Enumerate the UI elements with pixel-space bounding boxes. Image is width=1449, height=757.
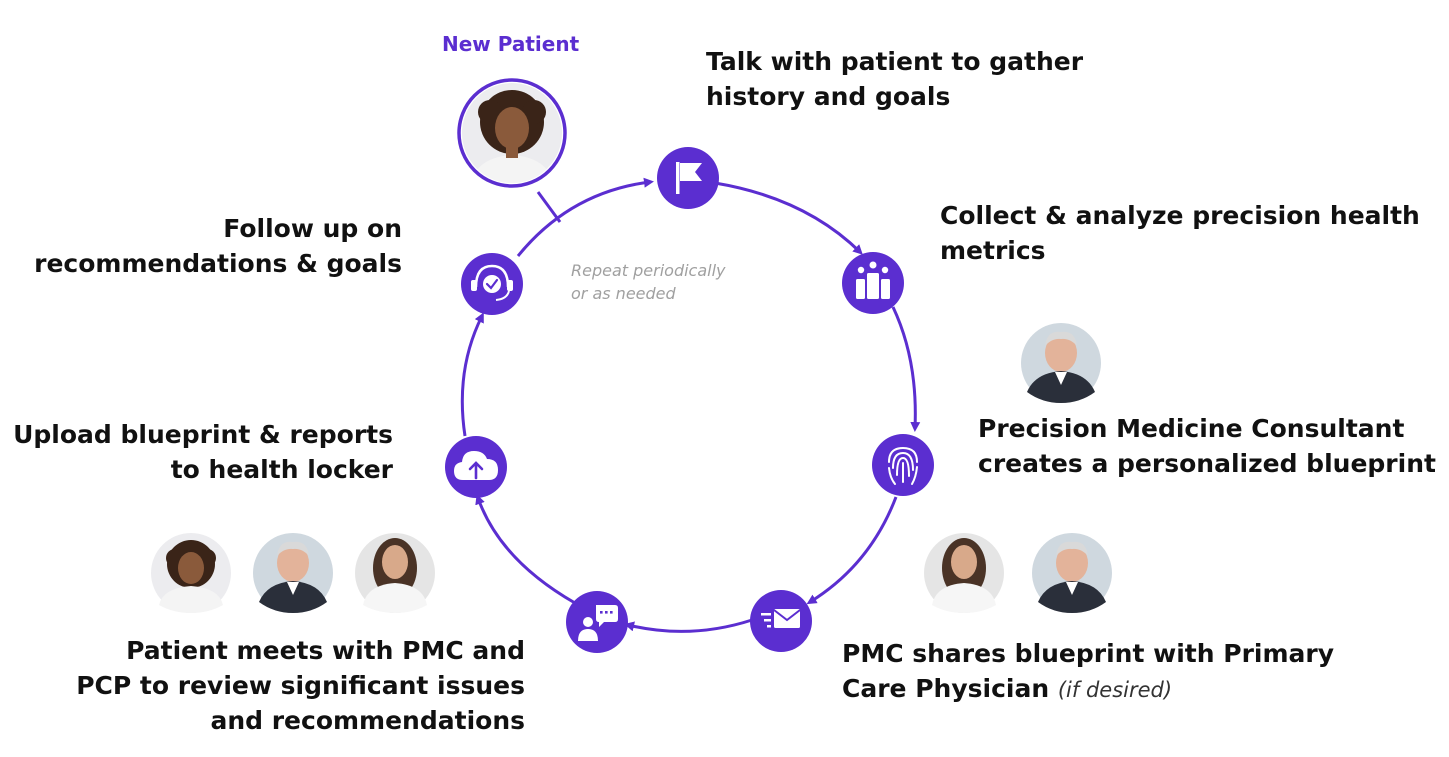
step-3-line-2: creates a personalized blueprint	[978, 449, 1436, 478]
step-5-line-1: Patient meets with PMC and	[126, 636, 525, 665]
step-7-node	[461, 253, 523, 315]
cycle-note-line-2: or as needed	[571, 284, 676, 303]
step-7-label: Follow up on recommendations & goals	[34, 211, 402, 281]
step-4-label: PMC shares blueprint with Primary Care P…	[842, 636, 1334, 708]
step-1-line-2: history and goals	[706, 82, 951, 111]
step-7-line-2: recommendations & goals	[34, 249, 402, 278]
flag-icon	[676, 162, 702, 194]
fingerprint-icon	[888, 446, 918, 485]
step-4-note: (if desired)	[1057, 678, 1173, 702]
step-4-node	[750, 590, 812, 652]
bar-chart-people-icon	[856, 261, 890, 299]
cloud-upload-icon	[454, 451, 498, 480]
step-6-line-1: Upload blueprint & reports	[13, 420, 393, 449]
step-5-node	[566, 591, 628, 653]
step-3-node	[872, 434, 934, 496]
patient-avatar	[457, 78, 567, 188]
cycle-arrow-6	[460, 312, 484, 437]
step-3-line-1: Precision Medicine Consultant	[978, 414, 1405, 443]
cycle-arrow-7	[516, 177, 654, 257]
step-6-label: Upload blueprint & reports to health loc…	[13, 417, 393, 487]
meets-patient-avatar	[148, 530, 234, 616]
step-5-line-3: and recommendations	[210, 706, 525, 735]
step-4-line-2-text: Care Physician	[842, 674, 1050, 703]
step-2-line-2: metrics	[940, 236, 1046, 265]
step-6-line-2: to health locker	[170, 455, 393, 484]
step-4-line-1: PMC shares blueprint with Primary	[842, 639, 1335, 668]
shares-physician-avatar	[921, 530, 1007, 616]
step-3-label: Precision Medicine Consultant creates a …	[978, 411, 1436, 481]
step-5-label: Patient meets with PMC and PCP to review…	[76, 633, 525, 738]
step-2-label: Collect & analyze precision health metri…	[940, 198, 1420, 268]
headset-check-icon	[471, 264, 513, 301]
cycle-arrow-5	[475, 494, 576, 605]
new-patient-label: New Patient	[442, 32, 580, 56]
step-7-line-1: Follow up on	[223, 214, 402, 243]
step-1-label: Talk with patient to gather history and …	[706, 44, 1083, 114]
step-2-line-1: Collect & analyze precision health	[940, 201, 1420, 230]
shares-consultant-avatar	[1029, 530, 1115, 616]
new-patient-connector	[536, 191, 562, 223]
step-6-node	[445, 436, 507, 498]
cycle-note: Repeat periodically or as needed	[571, 259, 726, 305]
meets-consultant-avatar	[250, 530, 336, 616]
cycle-arrow-2	[891, 306, 921, 432]
consultant-avatar	[1018, 320, 1104, 406]
step-1-line-1: Talk with patient to gather	[706, 47, 1084, 76]
step-4-line-2: Care Physician (if desired)	[842, 671, 1334, 708]
cycle-arrow-1	[714, 181, 863, 255]
cycle-note-line-1: Repeat periodically	[571, 261, 726, 280]
person-chat-icon	[578, 605, 618, 641]
step-1-node	[657, 147, 719, 209]
cycle-arrow-3	[806, 496, 898, 605]
meets-physician-avatar	[352, 530, 438, 616]
cycle-arrow-4	[624, 618, 753, 633]
step-5-line-2: PCP to review significant issues	[76, 671, 525, 700]
step-2-node	[842, 252, 904, 314]
envelope-send-icon	[761, 609, 801, 628]
